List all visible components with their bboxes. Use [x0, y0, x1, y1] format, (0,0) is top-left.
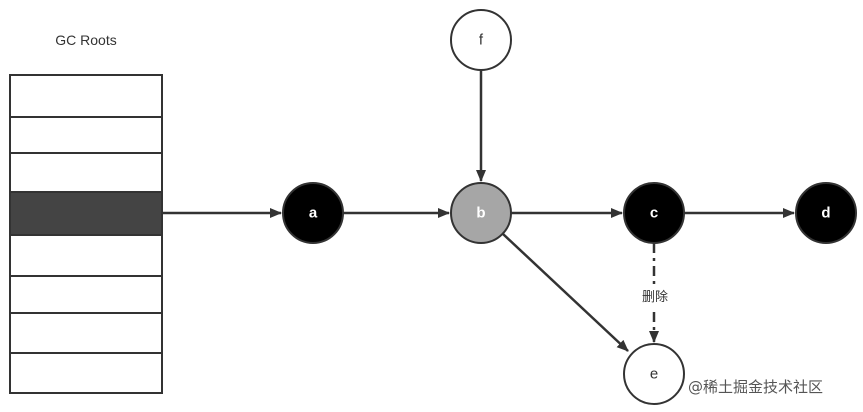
node-d-label: d — [821, 205, 830, 222]
gc-root-slot — [9, 312, 163, 354]
gc-root-slot — [9, 234, 163, 277]
edge-b-to-e — [502, 233, 629, 352]
node-b: b — [450, 182, 512, 244]
edge-label-delete: 删除 — [642, 290, 668, 305]
node-f: f — [450, 9, 512, 71]
node-c: c — [623, 182, 685, 244]
edge-label-background — [634, 285, 676, 307]
node-a-label: a — [309, 205, 318, 222]
node-c-label: c — [650, 205, 658, 222]
gc-roots-title: GC Roots — [55, 32, 116, 48]
gc-root-slot — [9, 352, 163, 394]
node-f-label: f — [479, 32, 484, 49]
node-a: a — [282, 182, 344, 244]
gc-roots-stack — [9, 74, 163, 394]
gc-root-slot — [9, 275, 163, 314]
gc-root-slot-active — [9, 191, 163, 236]
node-d: d — [795, 182, 857, 244]
node-e-label: e — [650, 366, 658, 383]
node-b-label: b — [476, 205, 485, 222]
watermark-text: @稀土掘金技术社区 — [688, 378, 823, 396]
gc-root-slot — [9, 152, 163, 193]
node-e: e — [623, 343, 685, 405]
gc-root-slot — [9, 116, 163, 154]
gc-root-slot — [9, 74, 163, 118]
